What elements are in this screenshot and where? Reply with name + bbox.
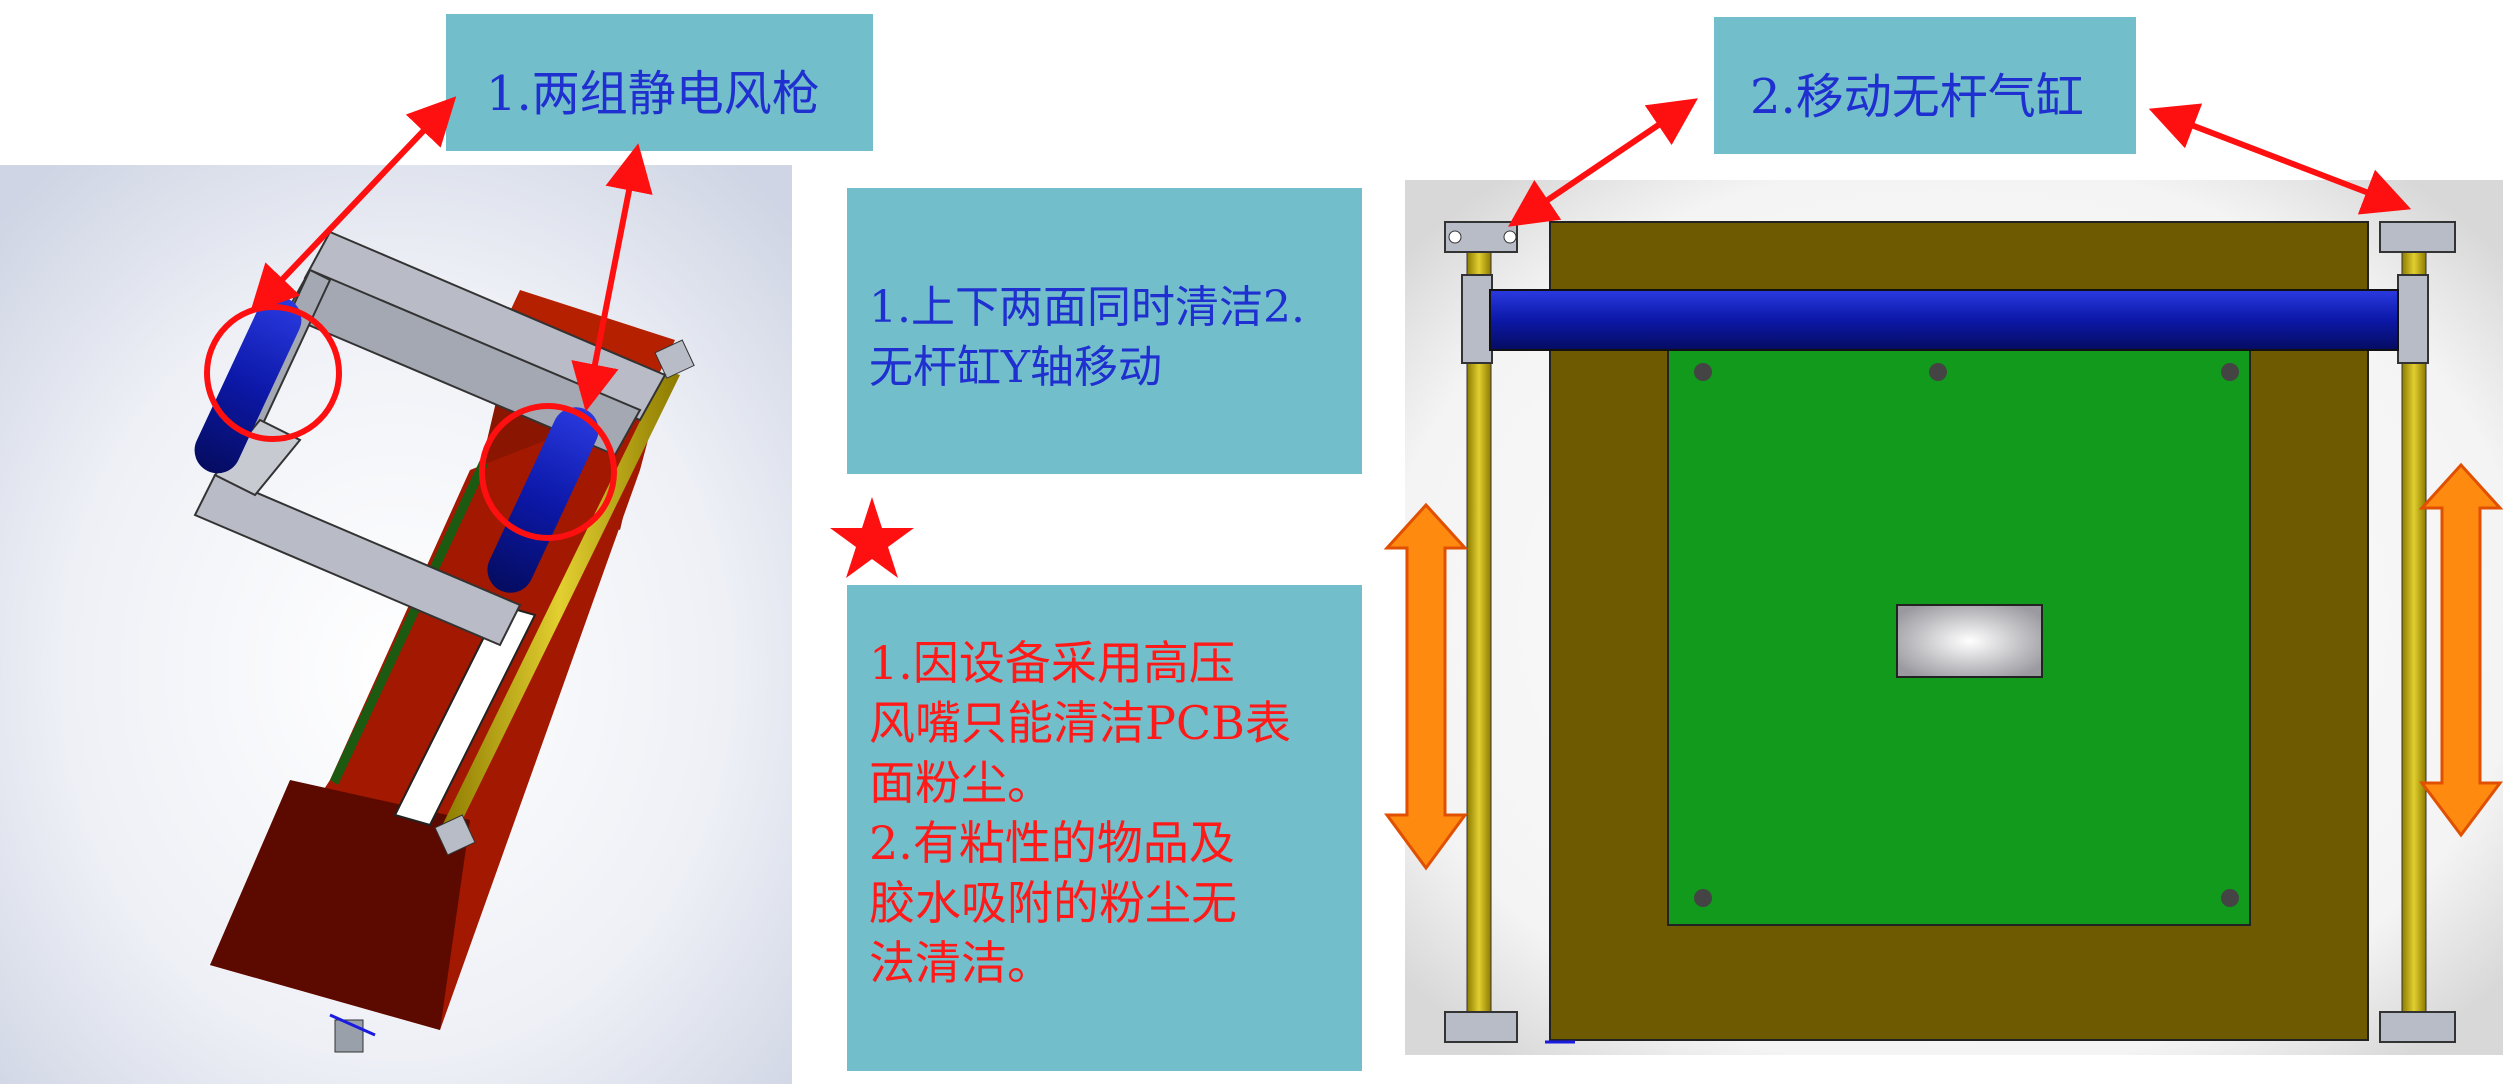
star-icon — [830, 497, 914, 578]
pcb-hole — [2221, 363, 2239, 381]
note-line-5: 胶水吸附的粉尘无 — [869, 876, 1237, 930]
pcb-center-window — [1896, 604, 2043, 678]
pcb-hole — [1694, 363, 1712, 381]
label-box-2: 2.移动无杆气缸 — [1714, 17, 2136, 154]
white-slot — [393, 603, 537, 827]
note-line-2: 风嘴只能清洁PCB表 — [869, 696, 1291, 750]
pcb-hole — [1929, 363, 1947, 381]
left-circle-2 — [479, 403, 617, 541]
brass-rail — [440, 370, 680, 835]
label-box-1: 1.两组静电风枪 — [446, 14, 873, 151]
left-brass-rail — [1466, 249, 1492, 1021]
arrow-label2-left — [1508, 98, 1698, 227]
pcb-hole — [2221, 889, 2239, 907]
info-box-text: 1.上下两面同时清洁2.无杆缸Y轴移动 — [869, 282, 1305, 393]
right-blue-rod — [1489, 289, 2399, 351]
arrow-label2-right — [2148, 103, 2412, 215]
left-blue-rod-1 — [194, 296, 302, 474]
right-orange-arrow — [2418, 462, 2504, 838]
arrow-label1-to-rod1 — [249, 96, 457, 314]
note-line-6: 法清洁。 — [869, 936, 1053, 990]
right-brass-rail — [2401, 249, 2427, 1021]
label-2-text: 2.移动无杆气缸 — [1750, 69, 2084, 125]
note-line-1: 1.因设备采用高压 — [869, 636, 1235, 690]
arrow-label1-to-rod2 — [571, 143, 653, 412]
left-orange-arrow — [1383, 502, 1469, 871]
note-line-3: 面粉尘。 — [869, 756, 1053, 810]
note-box: 1.因设备采用高压 风嘴只能清洁PCB表 面粉尘。 2.有粘性的物品及 胶水吸附… — [847, 585, 1362, 1071]
info-box: 1.上下两面同时清洁2.无杆缸Y轴移动 — [847, 188, 1362, 474]
pcb-hole — [1694, 889, 1712, 907]
left-blue-rod-2 — [487, 407, 599, 593]
note-line-4: 2.有粘性的物品及 — [869, 816, 1235, 870]
label-1-text: 1.两组静电风枪 — [486, 66, 820, 122]
